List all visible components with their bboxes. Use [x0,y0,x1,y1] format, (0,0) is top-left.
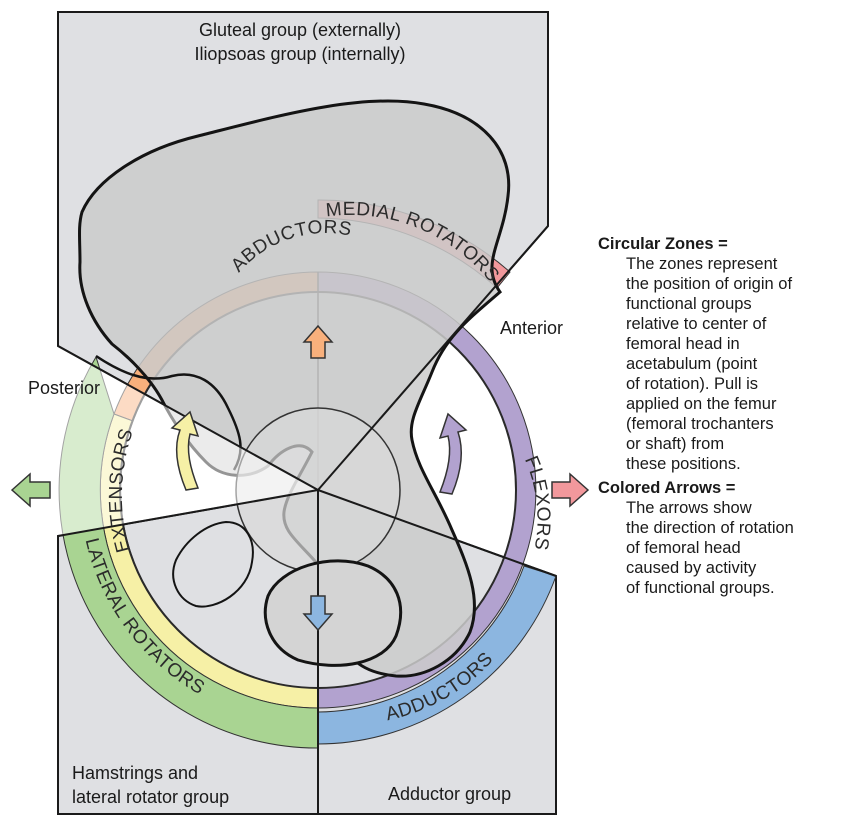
iliac-curve [95,354,242,471]
anterior-label: Anterior [500,318,563,338]
circular-zones-line: these positions. [626,455,741,473]
obturator-foramen [263,559,403,667]
diagonal-lower-left [57,489,319,537]
colored-arrows-line: of functional groups. [626,579,775,597]
diagonal-lower-right [317,489,557,577]
top-region-label-1: Gluteal group (externally) [199,20,401,40]
bottom-left-label-1: Hamstrings and [72,763,198,783]
posterior-label: Posterior [28,378,100,398]
colored-arrows-line: caused by activity [626,559,757,577]
circular-zones-line: acetabulum (point [626,355,758,373]
ischium-outline [172,520,254,608]
circular-zones-line: applied on the femur [626,395,777,413]
legend-panel: Circular Zones = The zones represent the… [598,234,846,598]
bottom-left-label-2: lateral rotator group [72,787,229,807]
down-arrow-blue [302,595,334,632]
colored-arrows-line: The arrows show [626,499,752,517]
curved-arrow-yellow [170,410,200,491]
colored-arrows-line: of femoral head [626,539,741,557]
circular-zones-line: or shaft) from [626,435,725,453]
curved-arrow-purple [438,412,468,495]
up-arrow-orange [302,324,334,359]
circular-zones-title: Circular Zones = [598,235,728,253]
circular-zones-line: functional groups [626,295,752,313]
circular-zones-line: (femoral trochanters [626,415,774,433]
bottom-right-label: Adductor group [388,784,511,804]
right-arrow-red [551,472,590,508]
circular-zones-line: femoral head in [626,335,740,353]
left-arrow-green [10,472,51,508]
diagonal-upper-right [317,225,549,491]
colored-arrows-title: Colored Arrows = [598,479,736,497]
circular-zones-line: the position of origin of [626,275,793,293]
circular-zones-line: of rotation). Pull is [626,375,759,393]
top-region-label-2: Iliopsoas group (internally) [194,44,405,64]
circular-zones-line: The zones represent [626,255,778,273]
circular-zones-line: relative to center of [626,315,767,333]
colored-arrows-line: the direction of rotation [626,519,794,537]
